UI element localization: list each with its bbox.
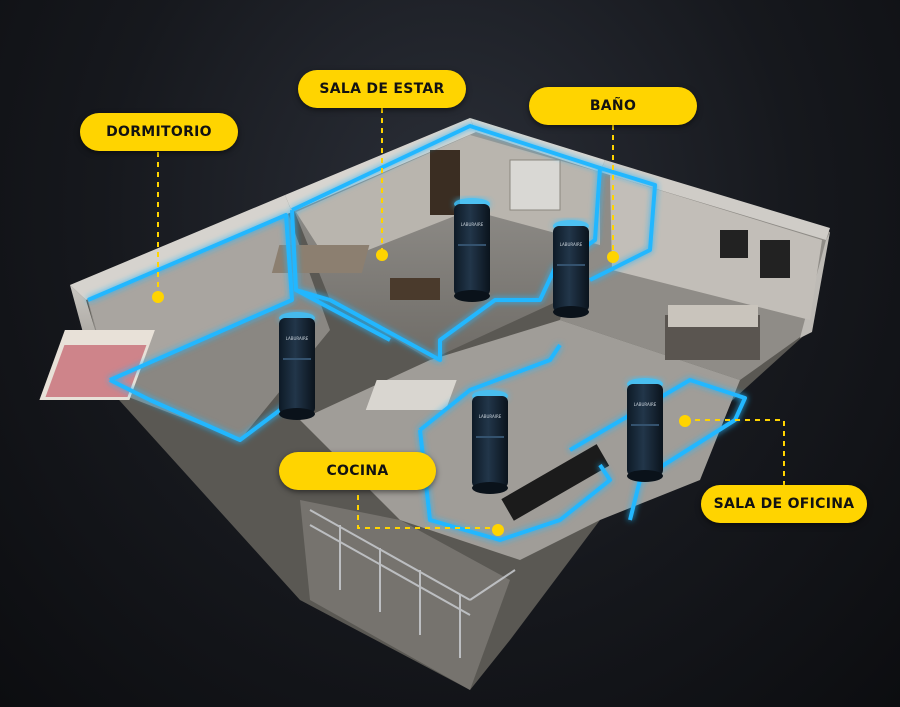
- purifier-brand: LABURAIRE: [461, 222, 484, 227]
- purifier-kitchen: LABURAIRE: [472, 390, 508, 494]
- purifier-bath: LABURAIRE: [553, 220, 589, 318]
- label-sala-de-oficina: SALA DE OFICINA: [701, 485, 867, 523]
- marker-dot-icon: [679, 415, 691, 427]
- left-wall: [70, 195, 292, 300]
- back-wall-left: [285, 118, 476, 212]
- glow-living-lower: [295, 288, 391, 342]
- right-bedroom-wall: [610, 175, 822, 320]
- purifier-brand: LABURAIRE: [560, 242, 583, 247]
- right-back-wall: [600, 160, 830, 240]
- leader-oficina: [685, 419, 785, 486]
- purifier-living: LABURAIRE: [454, 198, 490, 302]
- balcony-railing: [309, 509, 516, 658]
- purifier-brand: LABURAIRE: [634, 402, 657, 407]
- coffee-table: [390, 278, 440, 300]
- window: [509, 159, 561, 211]
- marker-dot-icon: [152, 291, 164, 303]
- markers: [152, 249, 691, 536]
- marker-dot-icon: [492, 524, 504, 536]
- glow-living: [290, 124, 602, 362]
- marker-dot-icon: [376, 249, 388, 261]
- purifier-bedroom: LABURAIRE: [279, 312, 315, 420]
- label-sala-de-estar: SALA DE ESTAR: [298, 70, 466, 108]
- kitchen-counter: [501, 444, 610, 521]
- bed-right-top: [668, 305, 758, 327]
- glow-bedroom: [87, 213, 294, 382]
- marker-dot-icon: [607, 251, 619, 263]
- picture-frame: [760, 240, 790, 278]
- glow-office: [568, 378, 747, 521]
- glow-bedroom-lower: [109, 378, 302, 442]
- purifier-brand: LABURAIRE: [479, 414, 502, 419]
- label-dormitorio: DORMITORIO: [80, 113, 238, 151]
- balcony-floor: [300, 500, 510, 690]
- purifier-office: LABURAIRE: [627, 378, 663, 482]
- dining-table: [365, 380, 457, 410]
- glow-bath: [589, 166, 657, 282]
- glow-kitchen-front: [418, 429, 612, 542]
- picture-frame: [720, 230, 748, 258]
- glow-outlines: [87, 124, 747, 542]
- purifier-brand: LABURAIRE: [286, 336, 309, 341]
- leader-cocina: [357, 495, 497, 529]
- label-bano: BAÑO: [529, 87, 697, 125]
- leader-lines: [157, 108, 785, 529]
- glow-kitchen: [418, 343, 562, 432]
- label-cocina: COCINA: [279, 452, 436, 490]
